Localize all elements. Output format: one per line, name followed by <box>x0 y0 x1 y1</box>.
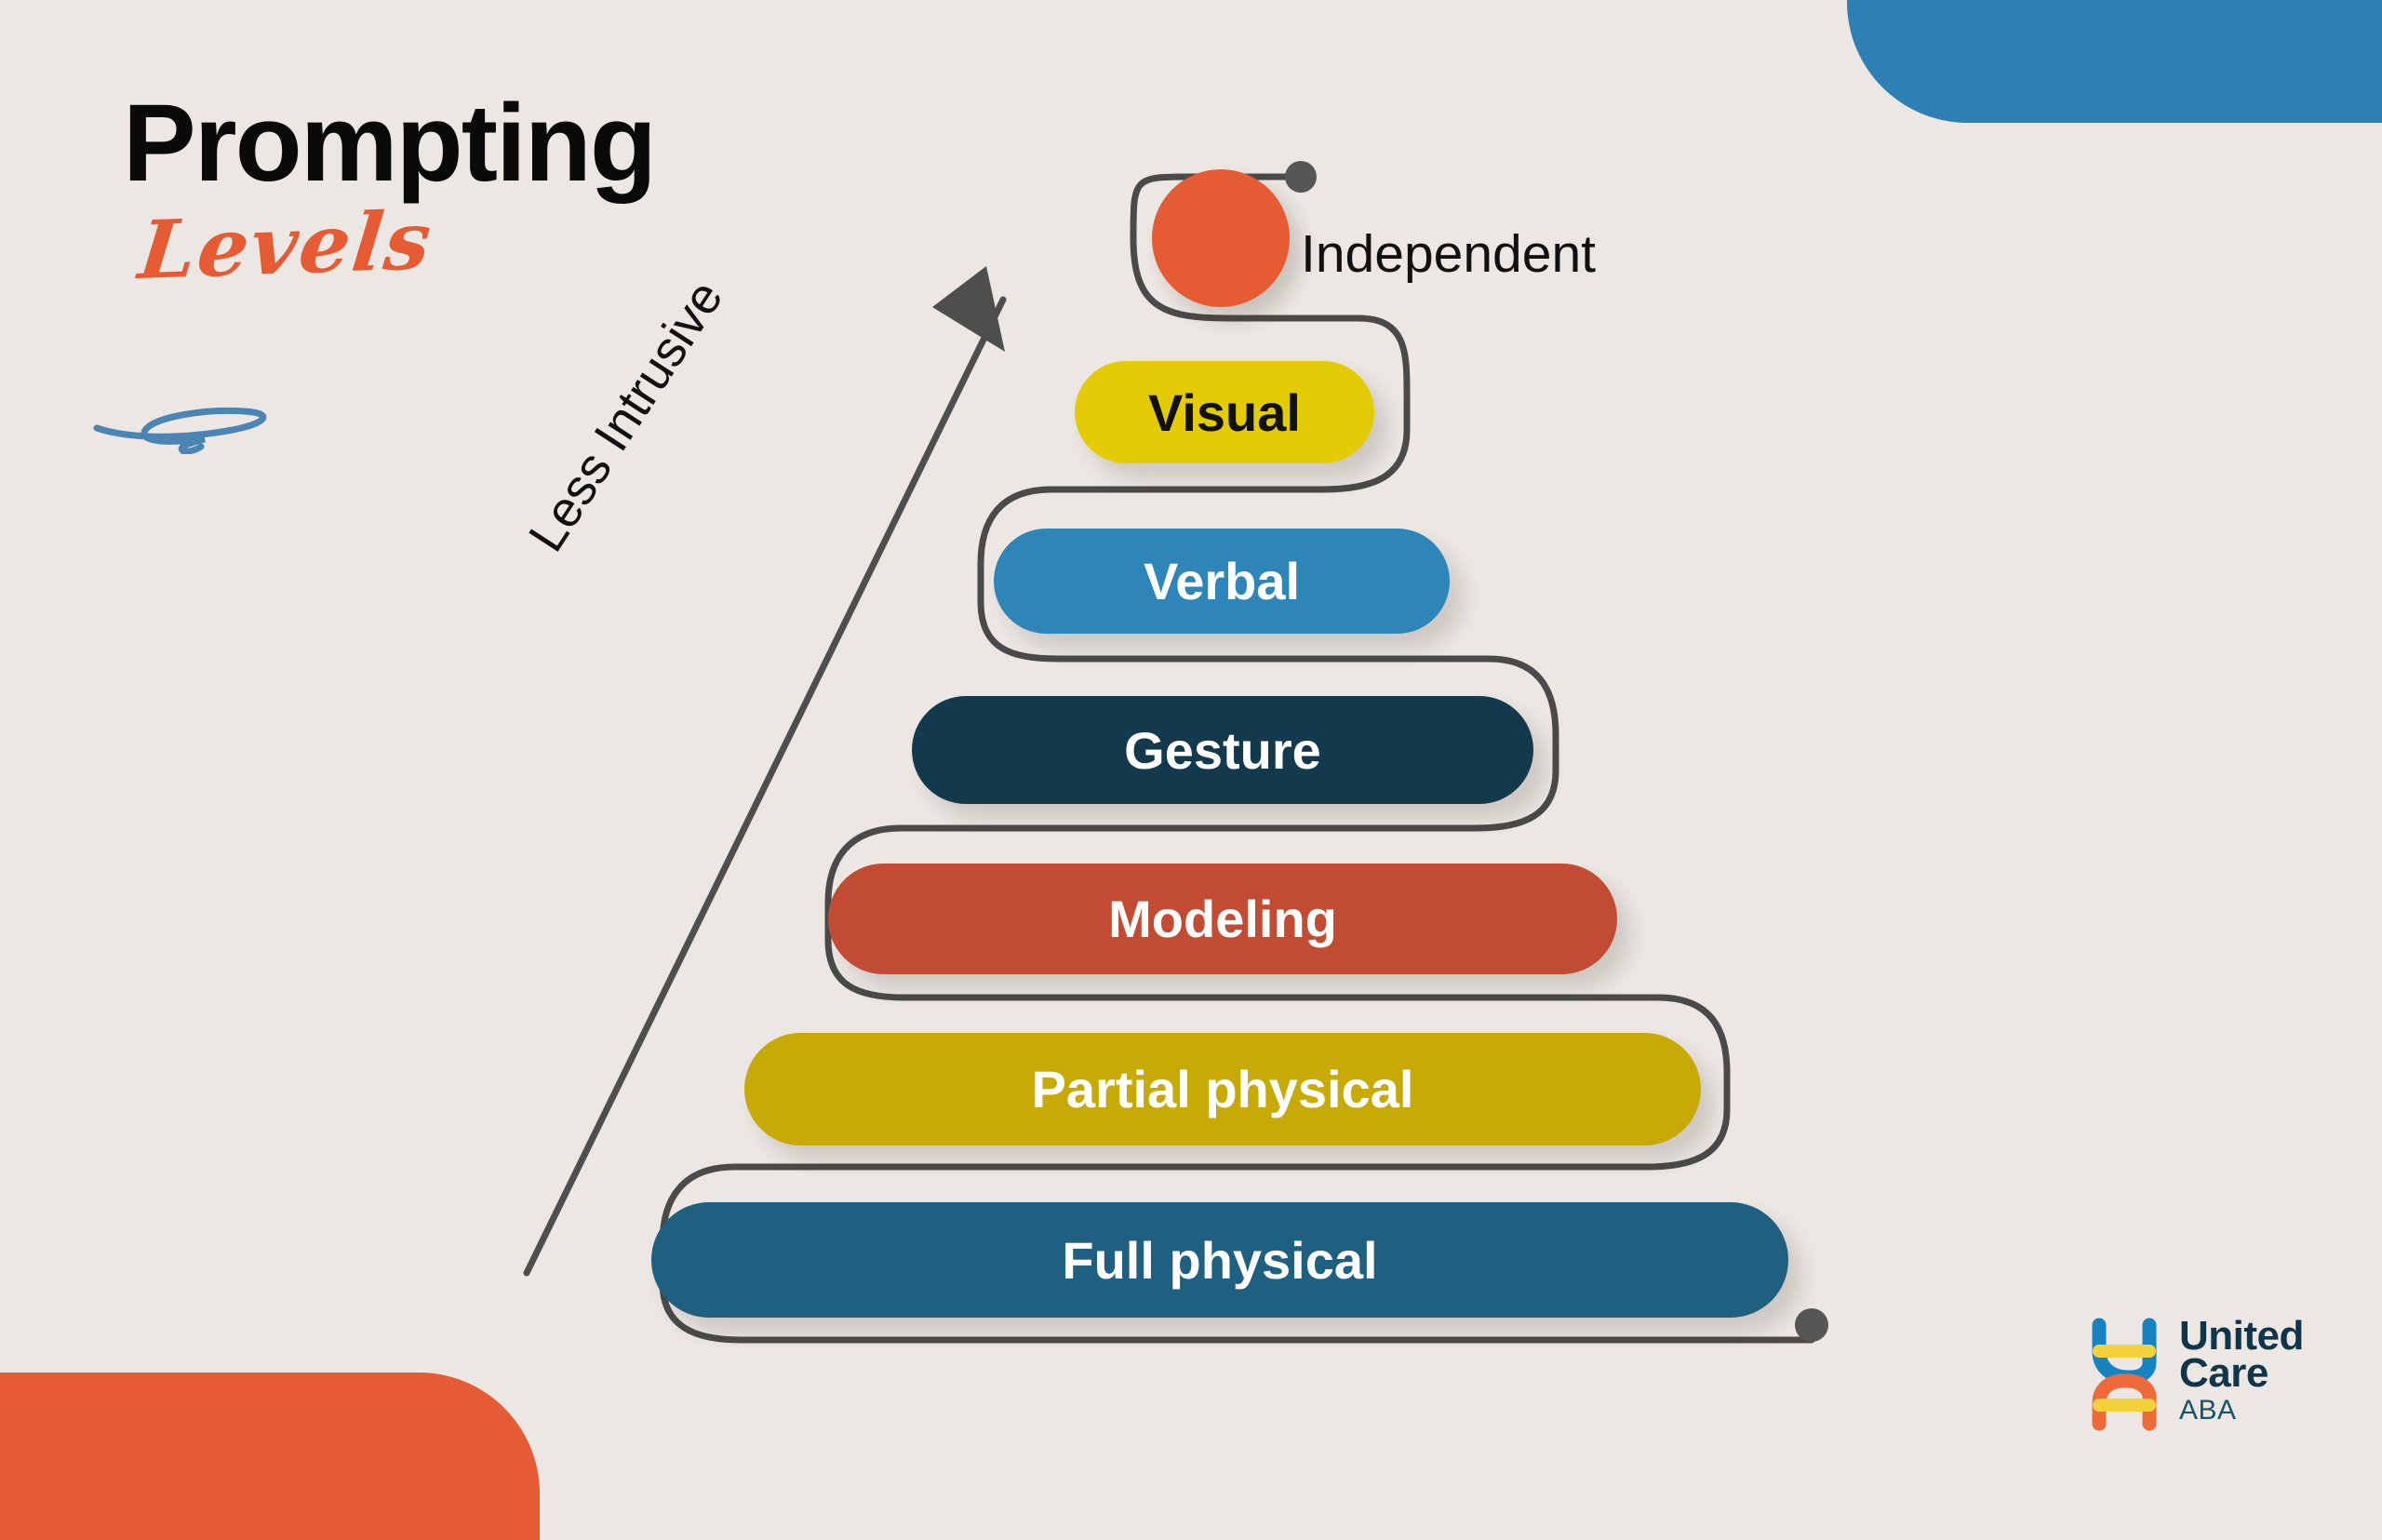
united-care-aba-logo: United Care ABA <box>2092 1314 2304 1433</box>
title-block: Prompting Levels <box>123 88 830 298</box>
logo-wordmark: United Care ABA <box>2179 1314 2304 1424</box>
tier-verbal[interactable]: Verbal <box>994 529 1450 634</box>
connector-top-dot <box>1285 161 1317 193</box>
tier-independent[interactable] <box>1152 169 1290 307</box>
united-care-logo-mark <box>2092 1318 2157 1431</box>
page-title: Prompting <box>123 82 657 205</box>
tier-independent-label: Independent <box>1301 224 1596 284</box>
tier-full-physical[interactable]: Full physical <box>651 1202 1788 1318</box>
corner-decoration-blue <box>1847 0 2382 123</box>
prompting-pyramid: Independent Visual Verbal Gesture Modeli… <box>518 161 1828 1344</box>
tier-modeling[interactable]: Modeling <box>828 864 1617 974</box>
connector-bottom-dot <box>1795 1308 1828 1342</box>
tier-gesture[interactable]: Gesture <box>912 696 1533 804</box>
connector-snake-line <box>659 161 1828 1344</box>
logo-line-united: United <box>2179 1313 2304 1359</box>
tier-visual[interactable]: Visual <box>1075 361 1374 463</box>
logo-line-aba: ABA <box>2179 1394 2237 1426</box>
less-intrusive-arrow <box>523 266 1007 1277</box>
tier-partial-physical[interactable]: Partial physical <box>744 1033 1701 1145</box>
logo-line-care: Care <box>2179 1350 2268 1397</box>
